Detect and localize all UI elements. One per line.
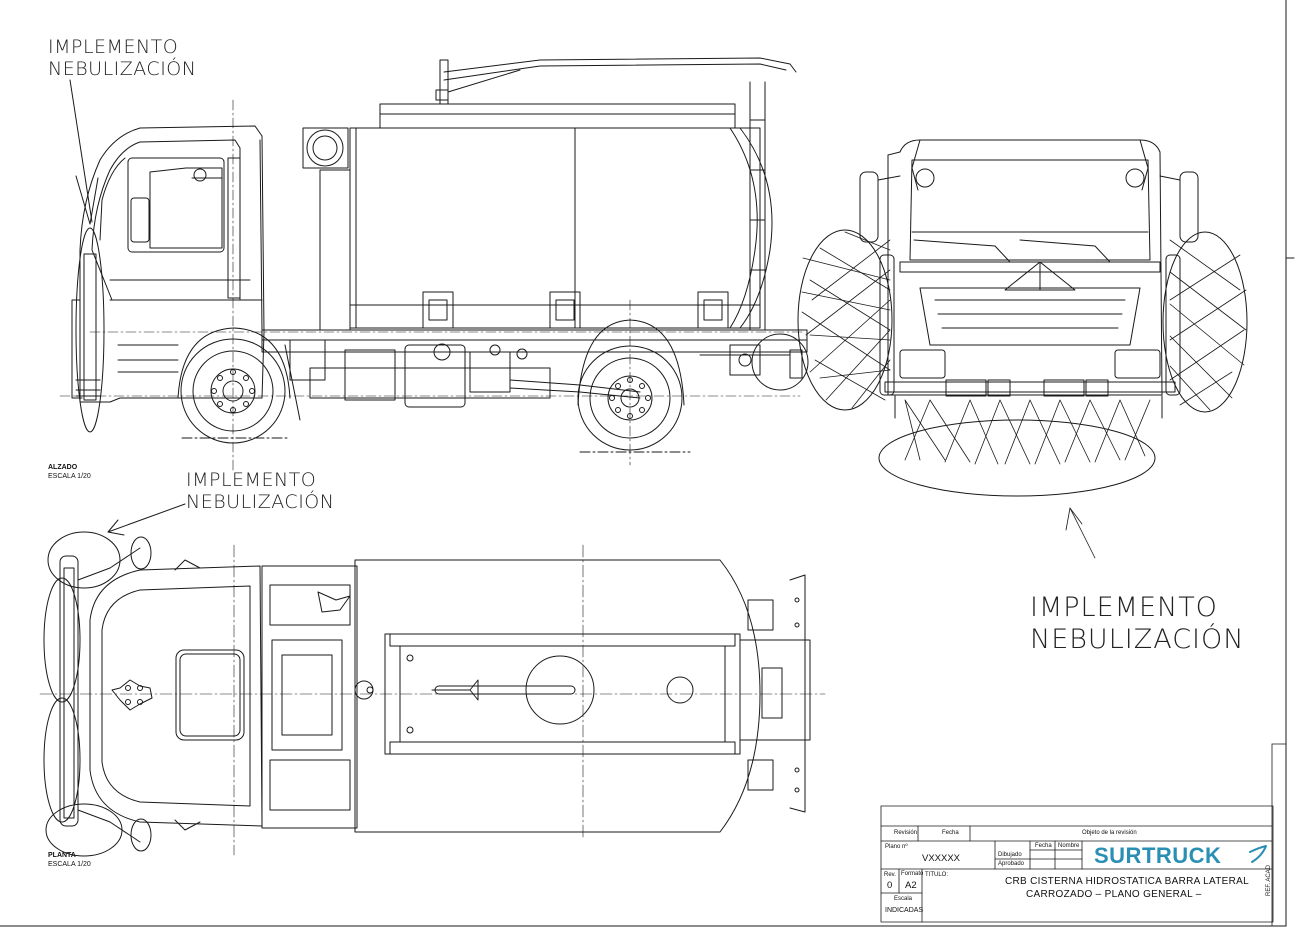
scale-value: INDICADAS: [885, 907, 924, 914]
side-elevation-view: [59, 57, 809, 471]
plan-scale: ESCALA 1/20: [48, 861, 91, 869]
approved-label: Aprobado: [998, 861, 1025, 867]
logo-swoosh: [1249, 845, 1267, 863]
rev-label: Rev.: [884, 872, 896, 878]
format-label: Formato: [901, 871, 924, 877]
front-view: [859, 139, 1199, 419]
plan-nebulizer-highlight: [43, 503, 186, 857]
drawing-title-line1: CRB CISTERNA HIDROSTATICA BARRA LATERAL: [1005, 876, 1249, 887]
nebulizer-callout-middle: IMPLEMENTO NEBULIZACIÓN: [186, 469, 335, 514]
date-label: Fecha: [942, 830, 959, 836]
nebulizer-callout-right: IMPLEMENTO NEBULIZACIÓN: [1030, 592, 1245, 655]
elevation-nebulizer-highlight: [69, 79, 105, 433]
plan-label: PLANTA ESCALA 1/20: [48, 851, 91, 870]
drawing-title-line2: CARROZADO – PLANO GENERAL –: [1026, 889, 1202, 900]
plan-number: VXXXXX: [922, 853, 961, 864]
ref-acad-label: REF. ACAD: [1266, 864, 1272, 896]
elevation-scale: ESCALA 1/20: [48, 473, 91, 481]
nebulizer-callout-top: IMPLEMENTO NEBULIZACIÓN: [48, 36, 197, 81]
elevation-label: ALZADO ESCALA 1/20: [48, 463, 91, 482]
date-column-label: Fecha: [1035, 843, 1052, 849]
format-value: A2: [905, 880, 917, 891]
title-label: TITULO:: [925, 872, 949, 878]
rev-value: 0: [887, 880, 893, 891]
elevation-name: ALZADO: [48, 464, 78, 471]
title-block-frame: [880, 743, 1287, 927]
plan-number-label: Plano nº: [885, 844, 908, 850]
front-view-spray-patterns: [797, 229, 1248, 559]
plan-view: [39, 536, 826, 856]
name-column-label: Nombre: [1058, 843, 1080, 849]
drawn-label: Dibujado: [998, 852, 1022, 858]
scale-label: Escala: [894, 896, 913, 902]
plan-name: PLANTA: [48, 852, 76, 859]
surtruck-logo: SURTRUCK: [1094, 843, 1222, 868]
revision-object-label: Objeto de la revisión: [1082, 830, 1137, 836]
revision-label: Revisión: [894, 830, 918, 836]
